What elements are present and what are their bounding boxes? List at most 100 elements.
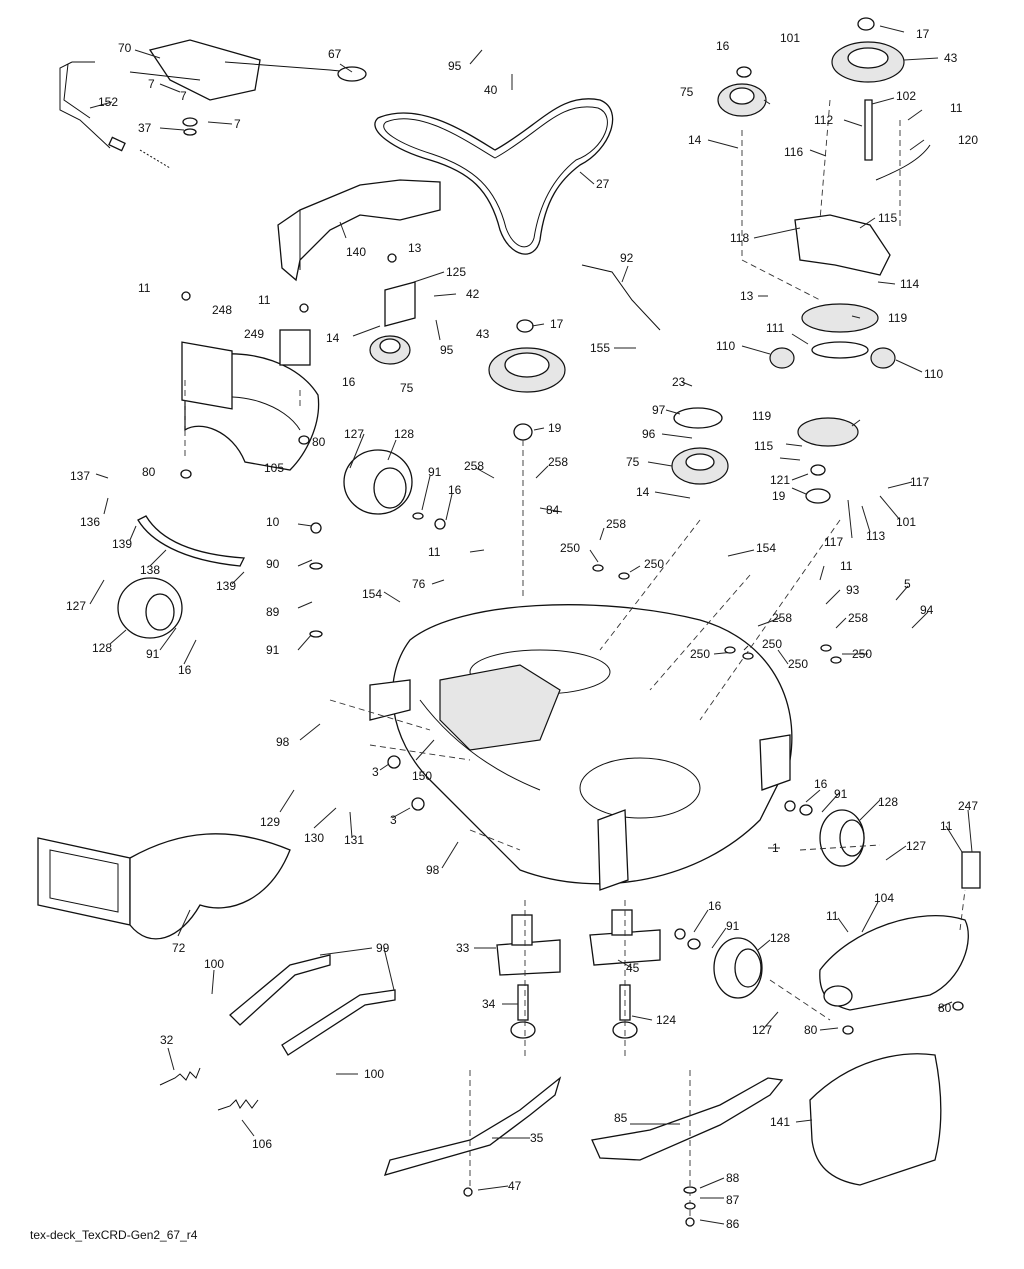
callout-47: 47 bbox=[508, 1179, 522, 1193]
callout-139: 139 bbox=[216, 579, 236, 593]
callout-112: 112 bbox=[814, 113, 833, 127]
callout-115: 115 bbox=[878, 211, 897, 225]
callout-13: 13 bbox=[408, 241, 422, 255]
callout-91: 91 bbox=[146, 647, 160, 661]
callout-138: 138 bbox=[140, 563, 160, 577]
callout-27: 27 bbox=[596, 177, 610, 191]
callout-91: 91 bbox=[428, 465, 442, 479]
callout-129: 129 bbox=[260, 815, 280, 829]
callout-98: 98 bbox=[276, 735, 290, 749]
callout-119: 119 bbox=[888, 311, 907, 325]
gauge-wheel-right bbox=[819, 809, 865, 867]
callout-14: 14 bbox=[326, 331, 340, 345]
callout-250: 250 bbox=[690, 647, 710, 661]
callout-118: 118 bbox=[730, 231, 749, 245]
callout-99: 99 bbox=[376, 941, 390, 955]
callout-11: 11 bbox=[428, 545, 441, 559]
callout-85: 85 bbox=[614, 1111, 628, 1125]
callout-250: 250 bbox=[852, 647, 872, 661]
callout-5: 5 bbox=[904, 577, 911, 591]
gauge-wheel-bottom bbox=[713, 937, 763, 999]
callout-127: 127 bbox=[66, 599, 86, 613]
callout-86: 86 bbox=[726, 1217, 740, 1231]
gauge-wheel-upper-left bbox=[343, 449, 413, 515]
callout-75: 75 bbox=[400, 381, 414, 395]
callout-105: 105 bbox=[264, 461, 284, 475]
callout-3: 3 bbox=[372, 765, 379, 779]
diagram-caption: tex-deck_TexCRD-Gen2_67_r4 bbox=[30, 1228, 198, 1242]
callout-10: 10 bbox=[266, 515, 280, 529]
spring-32 bbox=[159, 1067, 201, 1086]
callout-11: 11 bbox=[940, 819, 953, 833]
hardware bbox=[180, 253, 964, 1227]
callout-155: 155 bbox=[590, 341, 610, 355]
callout-17: 17 bbox=[550, 317, 564, 331]
callout-91: 91 bbox=[834, 787, 848, 801]
callout-110: 110 bbox=[716, 339, 735, 353]
drive-belt bbox=[374, 98, 614, 255]
callout-128: 128 bbox=[92, 641, 112, 655]
callout-80: 80 bbox=[938, 1001, 952, 1015]
callout-258: 258 bbox=[848, 611, 868, 625]
callout-117: 117 bbox=[910, 475, 929, 489]
callout-91: 91 bbox=[266, 643, 280, 657]
callout-111: 111 bbox=[766, 321, 785, 335]
callout-116: 116 bbox=[784, 145, 803, 159]
callout-120: 120 bbox=[958, 133, 978, 147]
callout-101: 101 bbox=[896, 515, 916, 529]
idler-bracket bbox=[384, 281, 416, 327]
hose bbox=[137, 515, 246, 567]
lift-arm-lower bbox=[281, 989, 396, 1056]
gearbox-plate bbox=[794, 214, 891, 276]
callout-128: 128 bbox=[878, 795, 898, 809]
callout-76: 76 bbox=[412, 577, 426, 591]
callout-91: 91 bbox=[726, 919, 740, 933]
callout-1: 1 bbox=[772, 841, 779, 855]
callout-43: 43 bbox=[476, 327, 490, 341]
callout-34: 34 bbox=[482, 997, 496, 1011]
callout-128: 128 bbox=[770, 931, 790, 945]
spring-106 bbox=[217, 1099, 259, 1111]
callout-92: 92 bbox=[620, 251, 634, 265]
callout-33: 33 bbox=[456, 941, 470, 955]
callout-3: 3 bbox=[390, 813, 397, 827]
callout-88: 88 bbox=[726, 1171, 740, 1185]
callout-40: 40 bbox=[484, 83, 498, 97]
callout-100: 100 bbox=[204, 957, 224, 971]
lift-link-assembly bbox=[59, 39, 367, 169]
callout-19: 19 bbox=[548, 421, 562, 435]
callout-98: 98 bbox=[426, 863, 440, 877]
callout-7: 7 bbox=[148, 77, 155, 91]
callouts: 70 67 7 7 152 37 7 95 40 27 17 43 16 101… bbox=[66, 27, 978, 1231]
callout-139: 139 bbox=[112, 537, 132, 551]
callout-93: 93 bbox=[846, 583, 860, 597]
callout-89: 89 bbox=[266, 605, 280, 619]
callout-16: 16 bbox=[448, 483, 462, 497]
callout-80: 80 bbox=[312, 435, 326, 449]
callout-11: 11 bbox=[138, 281, 151, 295]
callout-14: 14 bbox=[688, 133, 702, 147]
callout-249: 249 bbox=[244, 327, 264, 341]
callout-43: 43 bbox=[944, 51, 958, 65]
callout-45: 45 bbox=[626, 961, 640, 975]
callout-19: 19 bbox=[772, 489, 786, 503]
callout-110: 110 bbox=[924, 367, 943, 381]
callout-37: 37 bbox=[138, 121, 152, 135]
callout-128: 128 bbox=[394, 427, 414, 441]
callout-11: 11 bbox=[826, 909, 839, 923]
callout-32: 32 bbox=[160, 1033, 174, 1047]
callout-7: 7 bbox=[180, 89, 187, 103]
callout-130: 130 bbox=[304, 831, 324, 845]
belt-shield bbox=[277, 179, 441, 282]
callout-137: 137 bbox=[70, 469, 90, 483]
callout-16: 16 bbox=[178, 663, 192, 677]
callout-258: 258 bbox=[464, 459, 484, 473]
callout-127: 127 bbox=[752, 1023, 772, 1037]
blade-left bbox=[383, 1076, 562, 1176]
callout-154: 154 bbox=[362, 587, 382, 601]
spindle-left bbox=[496, 914, 561, 1039]
callout-124: 124 bbox=[656, 1013, 676, 1027]
callout-90: 90 bbox=[266, 557, 280, 571]
callout-67: 67 bbox=[328, 47, 342, 61]
